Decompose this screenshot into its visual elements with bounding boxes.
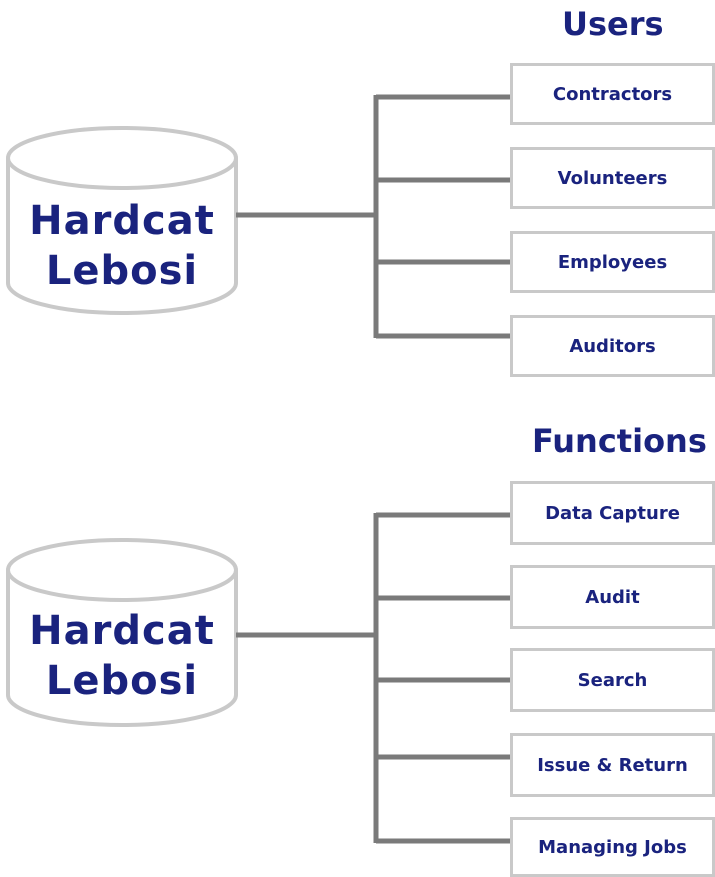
functions-connector-tree: [236, 512, 512, 844]
users-connector-tree: [236, 94, 512, 339]
database-name-line2: Lebosi: [45, 248, 199, 294]
function-box-search: Search: [510, 648, 715, 712]
users-database-label: Hardcat Lebosi: [8, 196, 236, 296]
functions-database-label: Hardcat Lebosi: [8, 606, 236, 706]
database-name-line1: Hardcat: [29, 608, 215, 654]
functions-database-cylinder: [6, 538, 238, 727]
function-box-data-capture: Data Capture: [510, 481, 715, 545]
function-box-managing-jobs: Managing Jobs: [510, 817, 715, 877]
user-box-contractors: Contractors: [510, 63, 715, 125]
database-name-line2: Lebosi: [45, 658, 199, 704]
user-box-volunteers: Volunteers: [510, 147, 715, 209]
users-database-cylinder: [6, 126, 238, 315]
functions-heading: Functions: [532, 422, 707, 460]
database-name-line1: Hardcat: [29, 198, 215, 244]
function-box-audit: Audit: [510, 565, 715, 629]
user-box-auditors: Auditors: [510, 315, 715, 377]
user-box-employees: Employees: [510, 231, 715, 293]
function-box-issue-return: Issue & Return: [510, 733, 715, 797]
users-heading: Users: [562, 5, 664, 43]
